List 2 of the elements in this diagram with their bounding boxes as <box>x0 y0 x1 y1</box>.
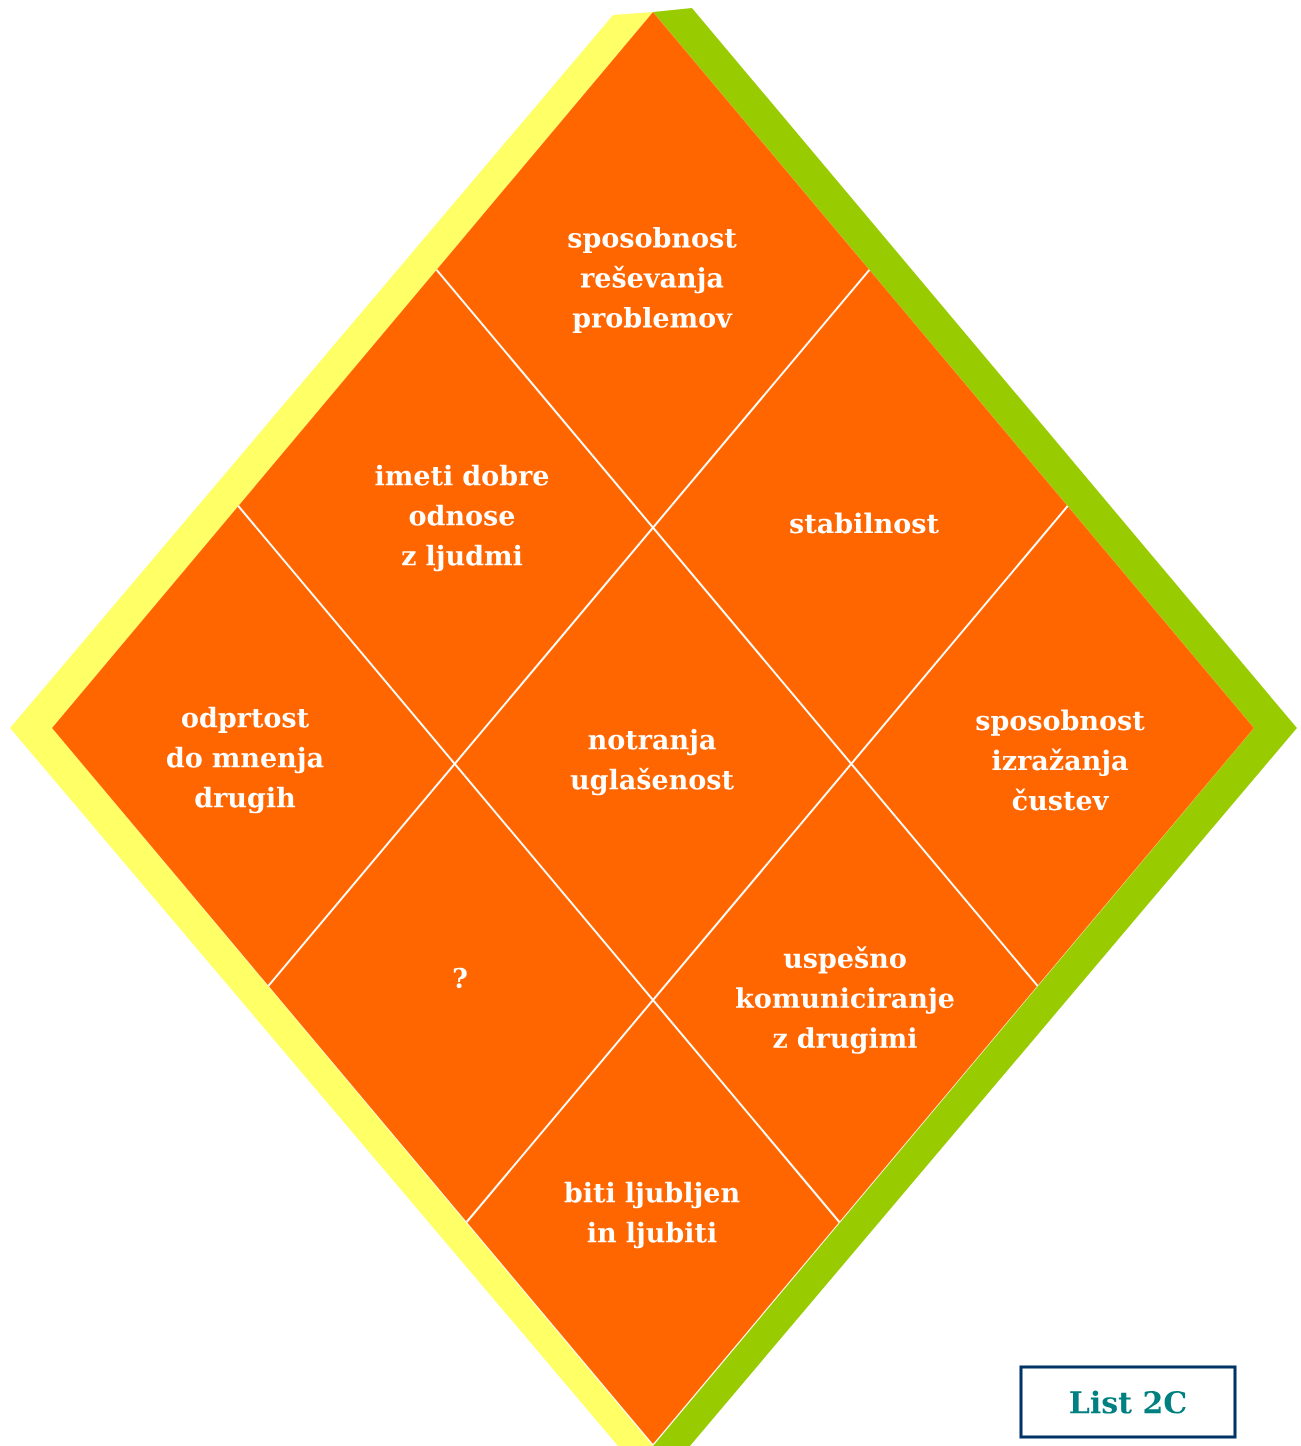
label-box: List 2C <box>1019 1365 1237 1439</box>
node-label: ? <box>453 967 467 989</box>
